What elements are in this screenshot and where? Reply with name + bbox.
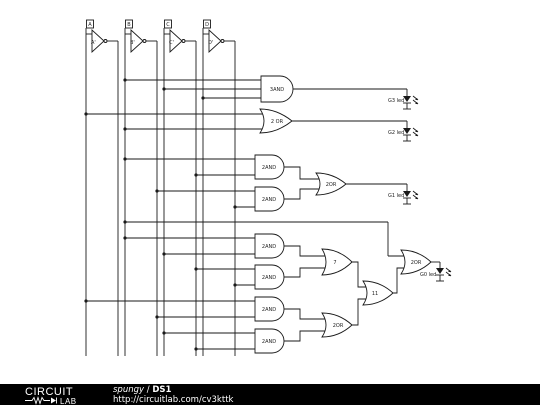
or-gate-7: 7 — [284, 245, 353, 278]
and-gate-b3: 2AND — [84, 296, 285, 322]
circuit-url[interactable]: http://circuitlab.com/cv3kttk — [113, 395, 234, 405]
svg-text:2AND: 2AND — [262, 197, 276, 203]
led-g2: G2 led — [388, 127, 419, 142]
svg-text:A: A — [88, 22, 92, 28]
circuit-schematic: A A' B B' C C' D D' — [84, 19, 452, 356]
input-c: C C' — [163, 19, 186, 356]
svg-text:G0 led: G0 led — [420, 272, 436, 278]
svg-text:G1 led: G1 led — [388, 193, 404, 199]
input-d: D D' — [202, 19, 225, 356]
svg-text:2AND: 2AND — [262, 244, 276, 250]
svg-text:3AND: 3AND — [270, 87, 284, 93]
svg-text:2AND: 2AND — [262, 275, 276, 281]
circuitlab-logo[interactable]: CIRCUIT LAB — [24, 385, 94, 405]
circuit-name: DS1 — [152, 385, 172, 395]
svg-text:D': D' — [208, 40, 213, 46]
svg-text:C': C' — [169, 40, 174, 46]
svg-text:2OR: 2OR — [411, 260, 422, 266]
svg-text:2AND: 2AND — [262, 339, 276, 345]
svg-text:B': B' — [130, 40, 135, 46]
led-g3: G3 led — [388, 95, 419, 110]
svg-text:CIRCUIT: CIRCUIT — [25, 386, 73, 398]
led-g1: G1 led — [388, 190, 419, 205]
inverted-rails — [107, 40, 236, 356]
svg-text:2AND: 2AND — [262, 165, 276, 171]
svg-text:2OR: 2OR — [333, 323, 344, 329]
footer-bar: CIRCUIT LAB spungy / DS1 http://circuitl… — [0, 384, 540, 405]
svg-text:G3 led: G3 led — [388, 98, 404, 104]
svg-text:11: 11 — [372, 291, 378, 297]
svg-text:D: D — [205, 22, 209, 28]
title-separator: / — [144, 385, 153, 395]
or-gate-11: 11 — [352, 261, 394, 326]
circuit-title: spungy / DS1 — [113, 385, 171, 395]
svg-text:A': A' — [91, 40, 96, 46]
input-b: B B' — [124, 19, 147, 356]
and-gate-g1a: 2AND — [123, 154, 285, 180]
and3-gate-g3: 3AND — [123, 75, 408, 103]
svg-text:2 OR: 2 OR — [271, 119, 284, 125]
or-gate-2or: 2OR — [284, 308, 353, 342]
and-gate-g1b: 2AND — [155, 186, 285, 212]
input-a: A A' — [85, 19, 108, 356]
and-gate-b1: 2AND — [123, 220, 388, 259]
or2-gate-g2: 2 OR — [84, 108, 408, 134]
svg-text:G2 led: G2 led — [388, 130, 404, 136]
or-gate-g0: 2OR — [387, 222, 441, 294]
svg-text:2AND: 2AND — [262, 307, 276, 313]
svg-text:LAB: LAB — [60, 397, 77, 405]
svg-text:B: B — [127, 22, 131, 28]
svg-text:7: 7 — [333, 260, 336, 266]
author-name[interactable]: spungy — [113, 385, 145, 395]
svg-text:C: C — [166, 22, 170, 28]
and-gate-b4: 2AND — [162, 328, 285, 354]
or-gate-g1: 2OR — [284, 166, 408, 200]
svg-text:2OR: 2OR — [326, 182, 337, 188]
and-gate-b2: 2AND — [194, 264, 285, 290]
led-g0: G0 led — [420, 267, 452, 282]
